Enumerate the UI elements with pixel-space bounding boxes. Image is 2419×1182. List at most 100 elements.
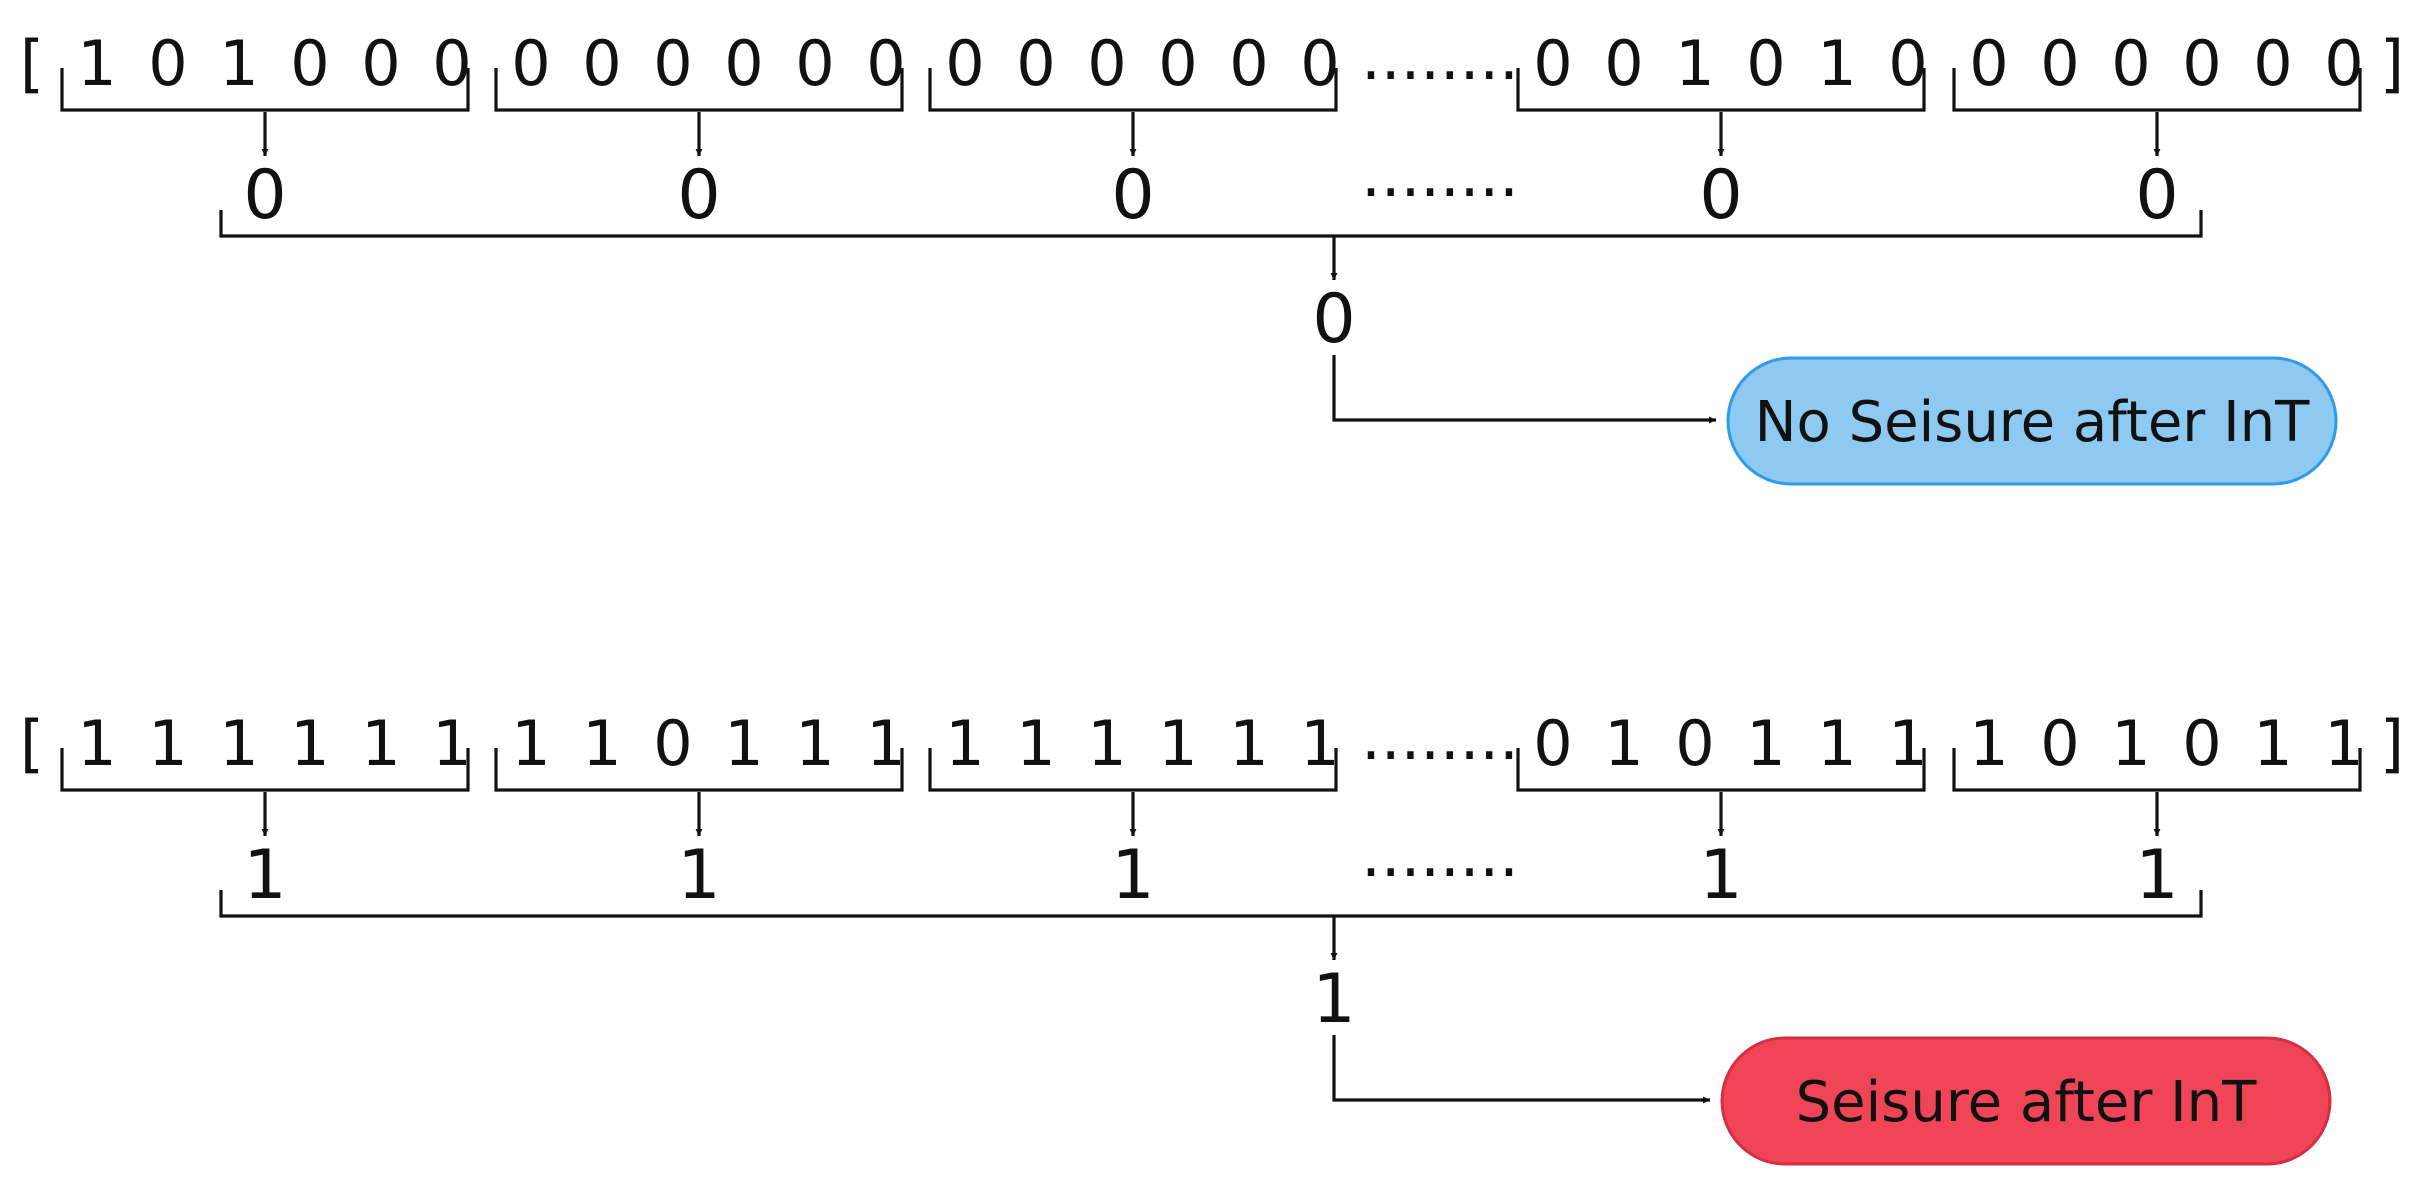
bit-value: 1: [77, 707, 116, 780]
bit-value: 1: [1888, 707, 1927, 780]
bit-value: 1: [290, 707, 329, 780]
bit-value: 1: [2253, 707, 2292, 780]
group-bracket: [60, 748, 470, 792]
bit-value: 1: [77, 27, 116, 100]
bit-value: 1: [148, 707, 187, 780]
outputs-ellipsis: ........: [1361, 818, 1519, 891]
bit-value: 0: [1969, 27, 2008, 100]
bit-value: 0: [2111, 27, 2150, 100]
bit-value: 1: [1969, 707, 2008, 780]
bit-value: 1: [945, 707, 984, 780]
bit-value: 1: [724, 707, 763, 780]
aggregation-bracket: [219, 890, 2203, 918]
bit-value: 0: [1746, 27, 1785, 100]
bit-value: 0: [653, 27, 692, 100]
bits-ellipsis: ........: [1361, 21, 1519, 94]
bit-value: 1: [582, 707, 621, 780]
bit-value: 0: [2040, 27, 2079, 100]
bit-value: 1: [1300, 707, 1339, 780]
bit-value: 0: [1087, 27, 1126, 100]
bit-value: 0: [1158, 27, 1197, 100]
outputs-ellipsis: ........: [1361, 138, 1519, 211]
group-output: 0: [677, 156, 720, 235]
group-bracket: [1516, 748, 1926, 792]
final-output: 0: [1312, 280, 1355, 359]
group-bracket: [494, 68, 904, 112]
group-bracket: [928, 748, 1338, 792]
bit-value: 0: [361, 27, 400, 100]
bits-ellipsis: ........: [1361, 701, 1519, 774]
result-connector-arrow: [1332, 355, 1716, 424]
result-pill-shape: [1726, 356, 2338, 486]
bit-value: 1: [2111, 707, 2150, 780]
group-output: 1: [677, 836, 720, 915]
final-output: 1: [1312, 960, 1355, 1039]
bit-value: 0: [1533, 27, 1572, 100]
bit-value: 1: [2324, 707, 2363, 780]
group-bracket: [1952, 68, 2362, 112]
group-output: 0: [2135, 156, 2178, 235]
bit-value: 1: [1087, 707, 1126, 780]
bit-value: 1: [1229, 707, 1268, 780]
bit-value: 0: [724, 27, 763, 100]
close-bracket: ]: [2380, 707, 2404, 780]
group-bracket: [60, 68, 470, 112]
open-bracket: [: [20, 27, 44, 100]
bit-value: 0: [2182, 707, 2221, 780]
group-bracket: [928, 68, 1338, 112]
group-bracket: [1952, 748, 2362, 792]
bit-value: 0: [1300, 27, 1339, 100]
bit-value: 1: [1158, 707, 1197, 780]
bit-value: 0: [1533, 707, 1572, 780]
bit-value: 0: [2253, 27, 2292, 100]
bit-value: 0: [653, 707, 692, 780]
bit-value: 0: [2324, 27, 2363, 100]
group-output: 1: [243, 836, 286, 915]
bit-value: 1: [866, 707, 905, 780]
bit-value: 0: [511, 27, 550, 100]
group-output: 0: [1111, 156, 1154, 235]
aggregation-bracket: [219, 210, 2203, 238]
bit-value: 0: [290, 27, 329, 100]
group-bracket: [1516, 68, 1926, 112]
bit-value: 0: [1016, 27, 1055, 100]
bit-value: 1: [1817, 27, 1856, 100]
bit-value: 1: [511, 707, 550, 780]
bit-value: 0: [582, 27, 621, 100]
bit-value: 0: [1229, 27, 1268, 100]
bit-value: 1: [1817, 707, 1856, 780]
bit-value: 0: [148, 27, 187, 100]
result-label: Seisure after InT: [1796, 1070, 2258, 1135]
bit-value: 0: [1888, 27, 1927, 100]
bit-value: 0: [2040, 707, 2079, 780]
bit-value: 1: [1746, 707, 1785, 780]
bit-value: 1: [432, 707, 471, 780]
bit-value: 1: [1016, 707, 1055, 780]
result-badge: No Seisure after InT: [1726, 356, 2338, 486]
bit-value: 0: [432, 27, 471, 100]
bit-value: 0: [1675, 707, 1714, 780]
bit-value: 1: [1675, 27, 1714, 100]
group-output: 1: [1111, 836, 1154, 915]
bit-value: 0: [795, 27, 834, 100]
bit-value: 0: [866, 27, 905, 100]
group-bracket: [494, 748, 904, 792]
bit-value: 0: [945, 27, 984, 100]
bit-value: 1: [219, 707, 258, 780]
group-output: 1: [2135, 836, 2178, 915]
result-connector-arrow: [1332, 1035, 1710, 1104]
bit-value: 1: [361, 707, 400, 780]
bit-value: 1: [219, 27, 258, 100]
group-output: 0: [243, 156, 286, 235]
bit-value: 0: [2182, 27, 2221, 100]
